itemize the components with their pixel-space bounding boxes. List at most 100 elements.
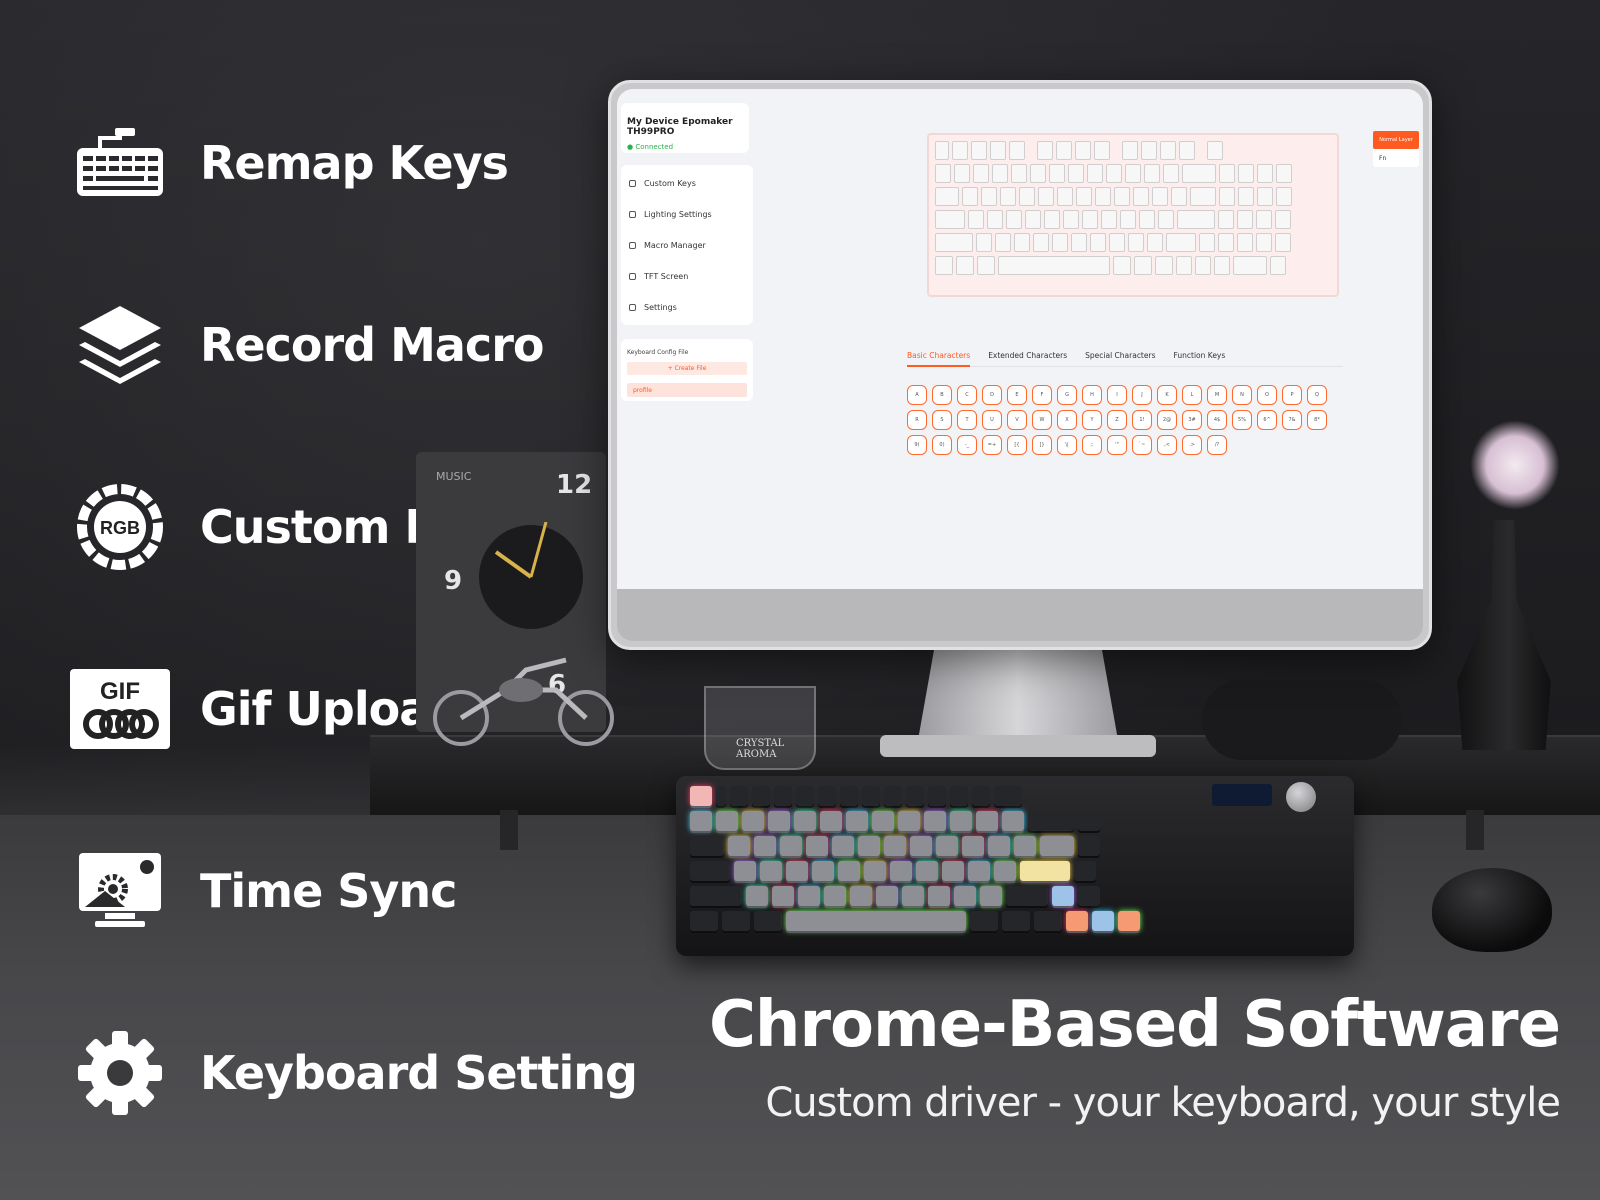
layout-key[interactable] [1014,233,1030,252]
character-key[interactable]: 7& [1282,410,1302,430]
layout-key[interactable] [1152,187,1168,206]
layout-key[interactable] [1057,187,1073,206]
sidebar-item-macro-manager[interactable]: Macro Manager [621,230,753,261]
layout-key[interactable] [1006,210,1022,229]
character-key[interactable]: W [1032,410,1052,430]
character-key[interactable]: 3# [1182,410,1202,430]
layout-key[interactable] [1190,187,1216,206]
layout-key[interactable] [1179,141,1195,160]
layout-key[interactable] [1106,164,1122,183]
layout-key[interactable] [1056,141,1072,160]
character-key[interactable]: D [982,385,1002,405]
sidebar-item-custom-keys[interactable]: Custom Keys [621,168,753,199]
create-file-button[interactable]: + Create File [627,362,747,375]
layout-key[interactable] [1275,233,1291,252]
layout-key[interactable] [1030,164,1046,183]
layout-key[interactable] [1068,164,1084,183]
character-key[interactable]: S [932,410,952,430]
character-key[interactable]: U [982,410,1002,430]
layout-key[interactable] [1207,141,1223,160]
layout-key[interactable] [1171,187,1187,206]
layout-key[interactable] [1120,210,1136,229]
layout-key[interactable] [981,187,997,206]
character-key[interactable]: 9( [907,435,927,455]
layout-key[interactable] [1276,164,1292,183]
layout-key[interactable] [1133,187,1149,206]
layout-key[interactable] [995,233,1011,252]
character-key[interactable]: L [1182,385,1202,405]
character-key[interactable]: G [1057,385,1077,405]
character-key[interactable]: C [957,385,977,405]
layout-key[interactable] [1238,164,1254,183]
layout-key[interactable] [1087,164,1103,183]
character-key[interactable]: M [1207,385,1227,405]
layout-key[interactable] [1147,233,1163,252]
layout-key[interactable] [935,210,965,229]
character-key[interactable]: 6^ [1257,410,1277,430]
layout-key[interactable] [1025,210,1041,229]
character-key[interactable]: A [907,385,927,405]
character-key[interactable]: O [1257,385,1277,405]
layout-key[interactable] [1095,187,1111,206]
character-key[interactable]: 2@ [1157,410,1177,430]
character-key[interactable]: '" [1107,435,1127,455]
character-key[interactable]: K [1157,385,1177,405]
layout-key[interactable] [1237,233,1253,252]
character-key[interactable]: /? [1207,435,1227,455]
layout-key[interactable] [987,210,1003,229]
layout-key[interactable] [1219,164,1235,183]
layout-key[interactable] [1276,187,1292,206]
layout-key[interactable] [1160,141,1176,160]
layout-key[interactable] [998,256,1110,275]
layout-key[interactable] [1044,210,1060,229]
layout-key[interactable] [1075,141,1091,160]
layout-key[interactable] [1101,210,1117,229]
layout-key[interactable] [1155,256,1173,275]
layout-key[interactable] [1082,210,1098,229]
layout-key[interactable] [1257,164,1273,183]
layout-key[interactable] [954,164,970,183]
character-key[interactable]: -_ [957,435,977,455]
layout-key[interactable] [1182,164,1216,183]
layout-key[interactable] [1199,233,1215,252]
character-key[interactable]: Q [1307,385,1327,405]
layout-key[interactable] [1076,187,1092,206]
character-key[interactable]: H [1082,385,1102,405]
layout-key[interactable] [968,210,984,229]
layout-key[interactable] [973,164,989,183]
layout-key[interactable] [1163,164,1179,183]
sidebar-item-settings[interactable]: Settings [621,292,753,323]
layout-key[interactable] [976,233,992,252]
character-key[interactable]: .> [1182,435,1202,455]
character-key[interactable]: \| [1057,435,1077,455]
layout-key[interactable] [1049,164,1065,183]
layout-key[interactable] [1177,210,1215,229]
layer-fn-button[interactable]: Fn [1379,154,1387,162]
tab-basic-characters[interactable]: Basic Characters [907,351,971,367]
character-key[interactable]: Z [1107,410,1127,430]
layout-key[interactable] [1139,210,1155,229]
character-key[interactable]: E [1007,385,1027,405]
layout-key[interactable] [956,256,974,275]
layout-key[interactable] [1038,187,1054,206]
layout-key[interactable] [1052,233,1068,252]
layout-key[interactable] [1011,164,1027,183]
character-key[interactable]: I [1107,385,1127,405]
layout-key[interactable] [1134,256,1152,275]
sidebar-item-lighting-settings[interactable]: Lighting Settings [621,199,753,230]
layout-key[interactable] [1071,233,1087,252]
layout-key[interactable] [962,187,978,206]
layout-key[interactable] [1195,256,1211,275]
layout-key[interactable] [952,141,968,160]
layout-key[interactable] [1238,187,1254,206]
layout-key[interactable] [1166,233,1196,252]
character-key[interactable]: N [1232,385,1252,405]
tab-extended-characters[interactable]: Extended Characters [988,351,1068,360]
layout-key[interactable] [1218,210,1234,229]
layout-key[interactable] [1114,187,1130,206]
character-key[interactable]: P [1282,385,1302,405]
character-key[interactable]: V [1007,410,1027,430]
layout-key[interactable] [1122,141,1138,160]
character-key[interactable]: J [1132,385,1152,405]
layout-key[interactable] [1176,256,1192,275]
